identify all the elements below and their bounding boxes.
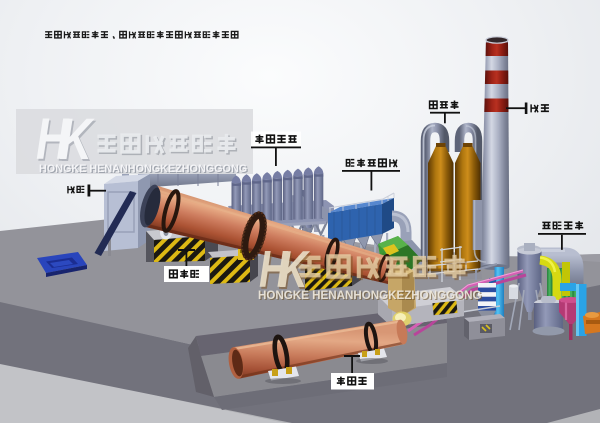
svg-text:HONGKE HENANHONGKEZHONGGONG: HONGKE HENANHONGKEZHONGGONG [258, 289, 482, 302]
svg-text:HONGKE HENANHONGKEZHONGGONG: HONGKE HENANHONGKEZHONGGONG [40, 164, 248, 176]
svg-text:HONGKE HENANHONGKEZHONGGONG: HONGKE HENANHONGKEZHONGGONG [39, 163, 247, 175]
svg-text:HONGKE HENANHONGKEZHONGGONG: HONGKE HENANHONGKEZHONGGONG [259, 290, 483, 303]
